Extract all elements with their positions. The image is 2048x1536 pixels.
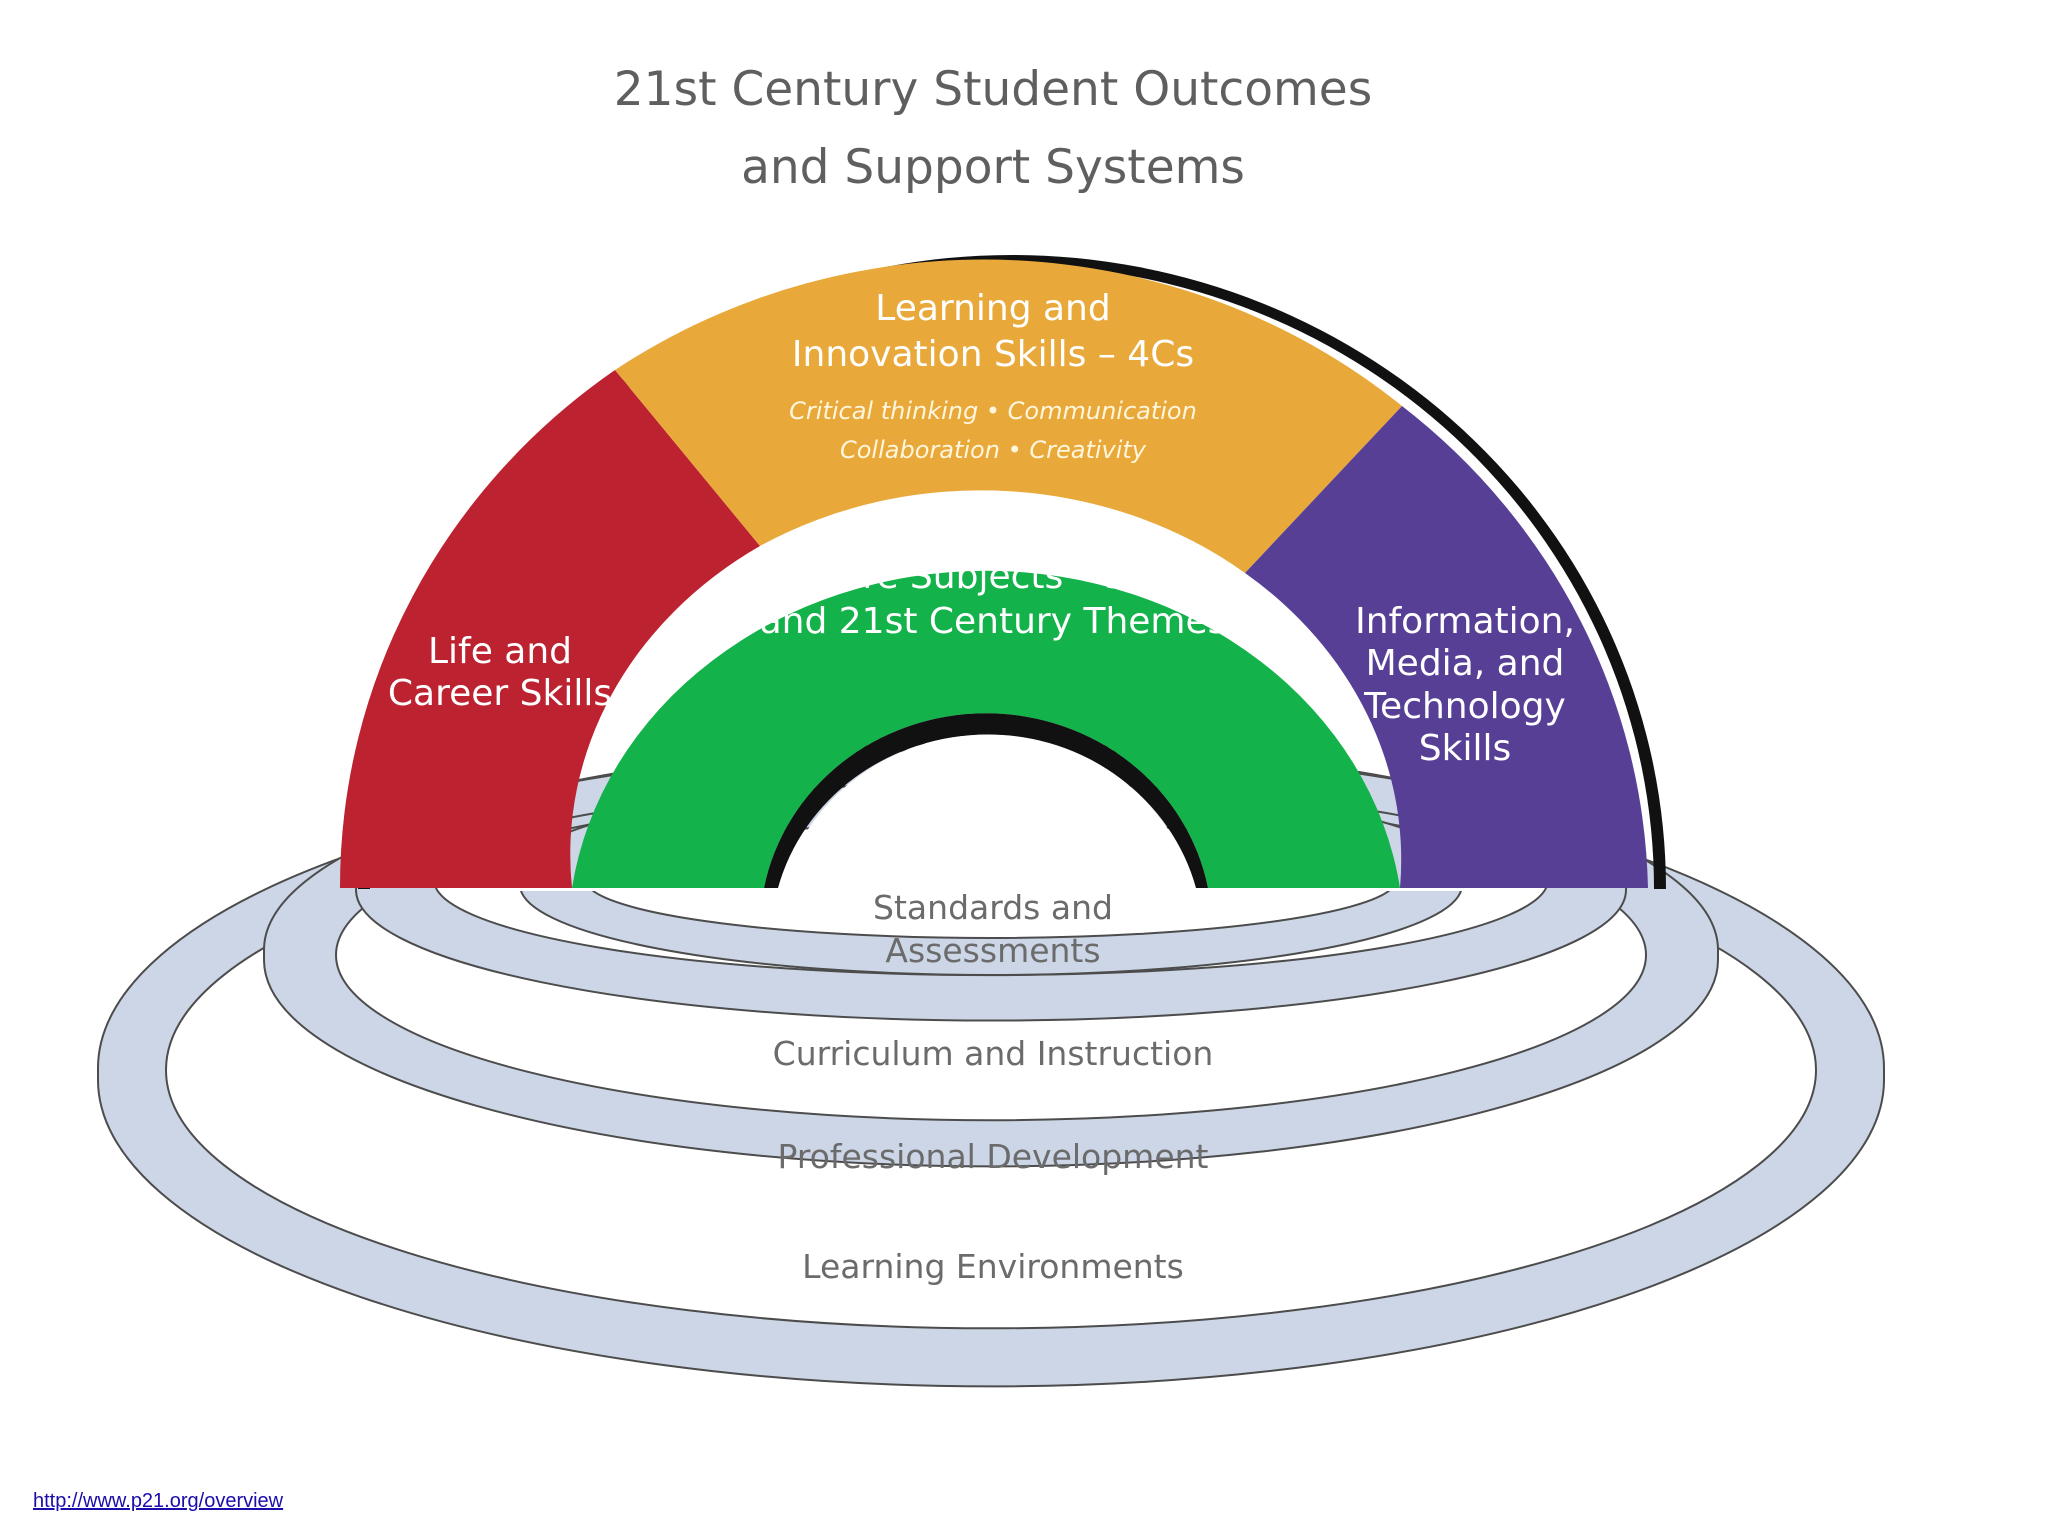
learning-innovation-label-line2: Innovation Skills – 4Cs xyxy=(792,334,1194,375)
ring-label-learning-env: Learning Environments xyxy=(802,1247,1184,1286)
life-career-label-line2: Career Skills xyxy=(388,673,612,714)
segment-learning-innovation xyxy=(615,259,1402,573)
learning-innovation-label-line1: Learning and xyxy=(875,288,1110,329)
diagram-title-line1: 21st Century Student Outcomes xyxy=(614,62,1372,117)
segment-core-subjects xyxy=(572,570,1400,888)
ring-label-curriculum: Curriculum and Instruction xyxy=(773,1034,1214,1073)
ring-label-standards-line1: Standards and xyxy=(873,888,1113,927)
segment-life-career xyxy=(339,370,760,888)
ring-label-standards-line2: Assessments xyxy=(885,931,1100,970)
outer-arch xyxy=(339,259,1648,888)
diagram-title-line2: and Support Systems xyxy=(741,140,1245,195)
core-subjects-label-line1: Core Subjects – 3Rs xyxy=(815,556,1171,597)
inner-arch-shadow xyxy=(764,713,1208,888)
ring-label-professional: Professional Development xyxy=(778,1137,1209,1176)
source-link[interactable]: http://www.p21.org/overview xyxy=(33,1490,284,1512)
life-career-label-line1: Life and xyxy=(428,631,572,672)
segment-information-media xyxy=(1245,406,1648,888)
information-media-label-line1: Information, xyxy=(1355,601,1575,642)
information-media-label-line2: Media, and xyxy=(1366,643,1565,684)
learning-innovation-detail-line2: Collaboration • Creativity xyxy=(840,436,1147,464)
core-subjects-label-line2: and 21st Century Themes xyxy=(760,601,1227,642)
information-media-label-line3: Technology xyxy=(1363,686,1566,727)
learning-innovation-detail-line1: Critical thinking • Communication xyxy=(789,397,1197,425)
information-media-label-line4: Skills xyxy=(1419,728,1511,769)
